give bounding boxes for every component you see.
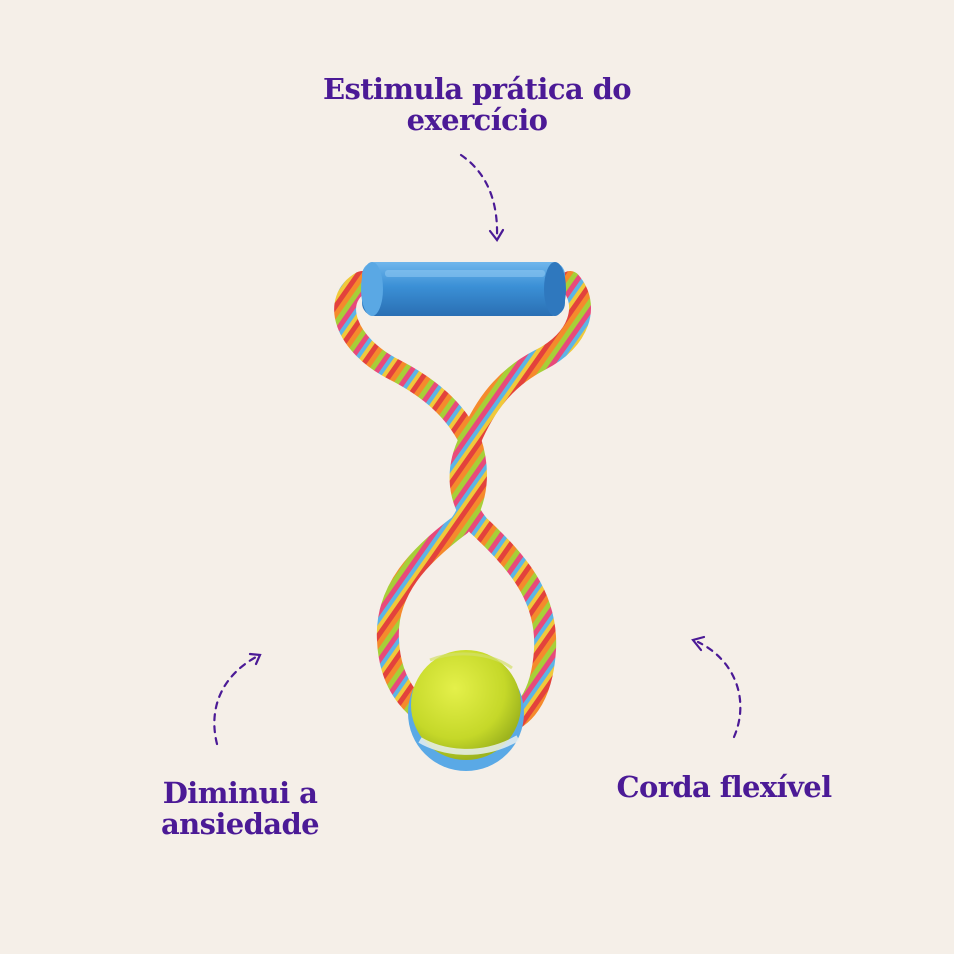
- tennis-ball: [408, 650, 524, 771]
- rope-handle: [361, 262, 566, 316]
- callout-exercise-line1: Estimula prática do: [322, 72, 632, 106]
- dashed-curved-arrow-up-left-icon: [691, 635, 742, 739]
- callout-flexible-rope: Corda flexível: [616, 770, 832, 804]
- callout-flexible-rope-line1: Corda flexível: [616, 770, 832, 804]
- callout-anxiety-line1: Diminui a: [162, 776, 318, 810]
- dashed-curved-arrow-up-right-icon: [213, 652, 262, 746]
- callout-exercise: Estimula prática do exercício: [322, 72, 632, 137]
- callout-anxiety: Diminui a ansiedade: [160, 776, 320, 841]
- callout-exercise-line2: exercício: [406, 103, 548, 137]
- callout-anxiety-line2: ansiedade: [160, 807, 320, 841]
- dashed-curved-arrow-down-icon: [459, 153, 505, 242]
